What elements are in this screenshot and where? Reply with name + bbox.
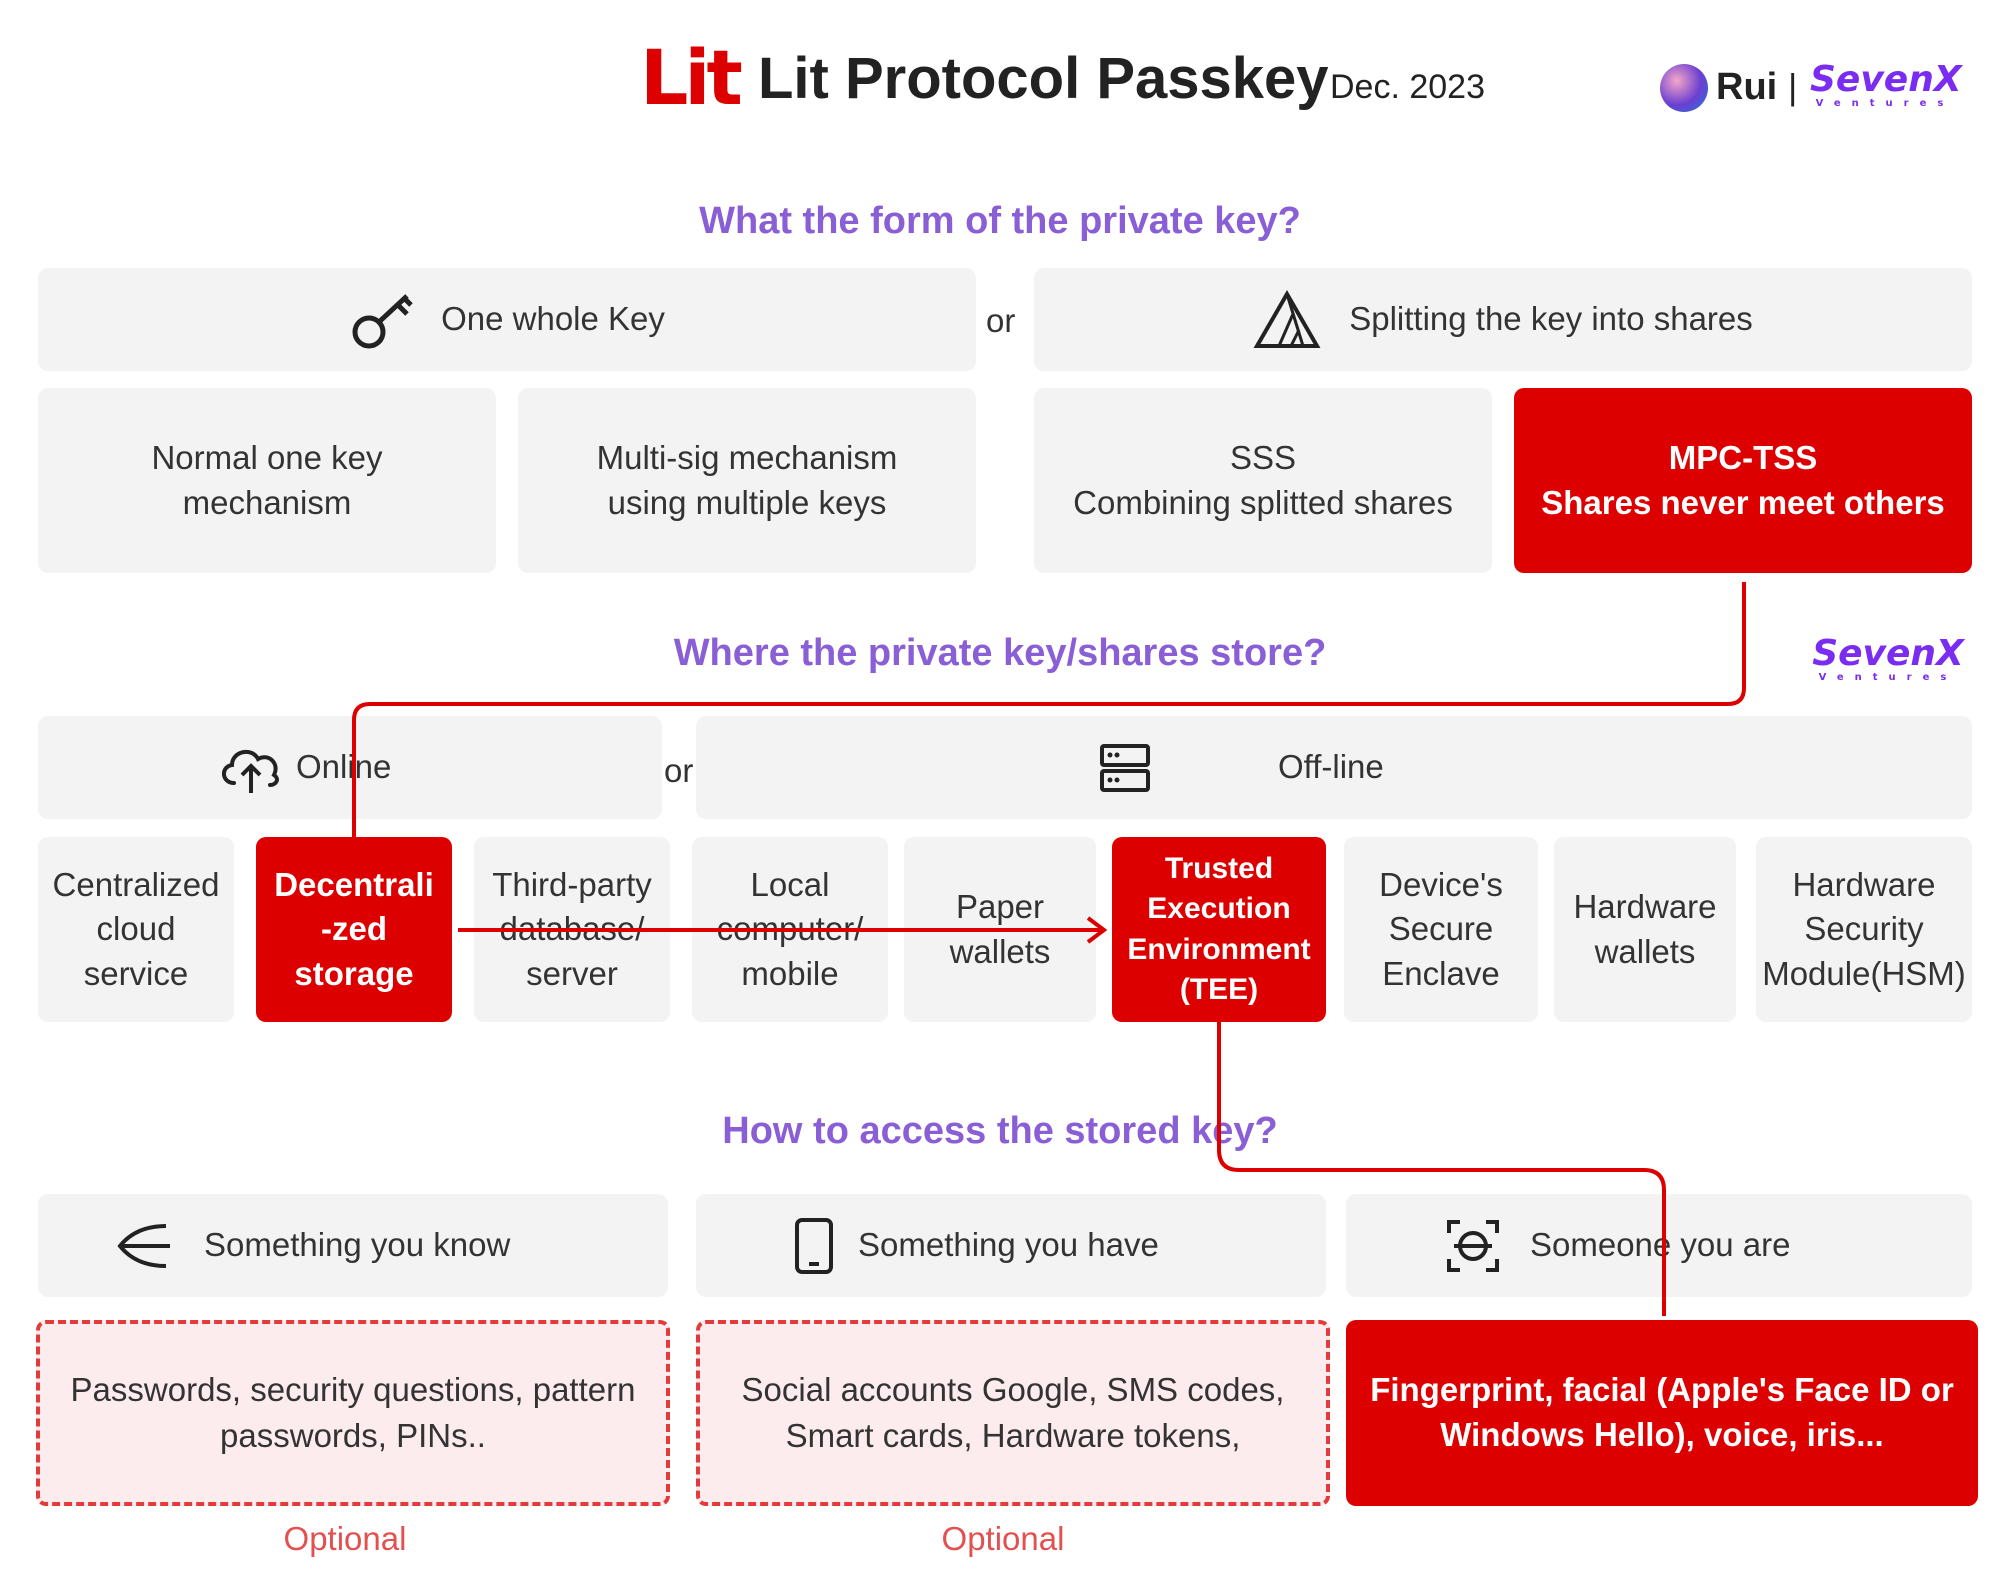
storage-local-computer: Local computer/ mobile [692,837,888,1022]
key-form-normal: Normal one key mechanism [38,388,496,573]
lit-logo-text: Lit [640,33,743,122]
key-form-multisig: Multi-sig mechanism using multiple keys [518,388,976,573]
access-have: Something you have [696,1194,1326,1297]
storage-tee: Trusted Execution Environment (TEE) [1112,837,1326,1022]
storage-decentralized: Decentrali -zed storage [256,837,452,1022]
storage-hardware-wallets: Hardware wallets [1554,837,1736,1022]
sevenx-logo: SevenX Ventures [1810,59,1962,109]
server-icon [1100,743,1150,793]
key-form-sss: SSS Combining splitted shares [1034,388,1492,573]
question-key-storage: Where the private key/shares store? [673,632,1327,674]
detail-have: Social accounts Google, SMS codes, Smart… [696,1320,1330,1506]
option-one-whole-key-label: One whole Key [441,300,665,338]
header-separator: | [1788,66,1798,107]
shares-triangle-icon [1253,289,1321,350]
cloud-upload-icon [218,741,284,795]
storage-centralized-cloud: Centralized cloud service [38,837,234,1022]
key-form-mpc-tss: MPC-TSS Shares never meet others [1514,388,1972,573]
access-are: Someone you are [1346,1194,1972,1297]
sevenx-watermark: SevenX Ventures [1808,636,1968,683]
author-avatar [1660,64,1708,112]
option-offline-label: Off-line [1278,748,1384,786]
question-key-access: How to access the stored key? [722,1110,1278,1152]
option-online: Online [38,716,662,819]
key-icon [349,288,419,352]
storage-third-party: Third-party database/ server [474,837,670,1022]
question-key-form: What the form of the private key? [699,200,1301,242]
page-title: Lit Protocol Passkey [758,46,1329,111]
or-label-1: or [986,302,1016,339]
option-online-label: Online [296,748,392,786]
option-offline: Off-line [696,716,1972,819]
face-scan-icon [1446,1219,1500,1273]
access-have-label: Something you have [858,1226,1159,1264]
optional-label-know: Optional [283,1520,407,1557]
sevenx-logo-sub: Ventures [1815,98,1955,109]
option-split-key-label: Splitting the key into shares [1349,300,1753,338]
detail-are: Fingerprint, facial (Apple's Face ID or … [1346,1320,1978,1506]
sevenx-logo-text: SevenX [1810,59,1962,100]
optional-label-have: Optional [941,1520,1065,1557]
access-are-label: Someone you are [1530,1226,1791,1264]
storage-hsm: Hardware Security Module(HSM) [1756,837,1972,1022]
or-label-2: or [664,752,694,789]
author-name: Rui [1716,66,1778,108]
option-split-key: Splitting the key into shares [1034,268,1972,371]
sevenx-watermark-text: SevenX [1812,633,1964,674]
option-one-whole-key: One whole Key [38,268,976,371]
sevenx-watermark-sub: Ventures [1818,672,1958,683]
storage-secure-enclave: Device's Secure Enclave [1344,837,1538,1022]
detail-know: Passwords, security questions, pattern p… [36,1320,670,1506]
access-know-label: Something you know [204,1226,511,1264]
page-date: Dec. 2023 [1330,68,1485,106]
lit-logo: Lit [640,33,743,122]
arrow-left-icon [116,1222,172,1270]
access-know: Something you know [38,1194,668,1297]
phone-icon [794,1217,834,1275]
storage-paper-wallets: Paper wallets [904,837,1096,1022]
